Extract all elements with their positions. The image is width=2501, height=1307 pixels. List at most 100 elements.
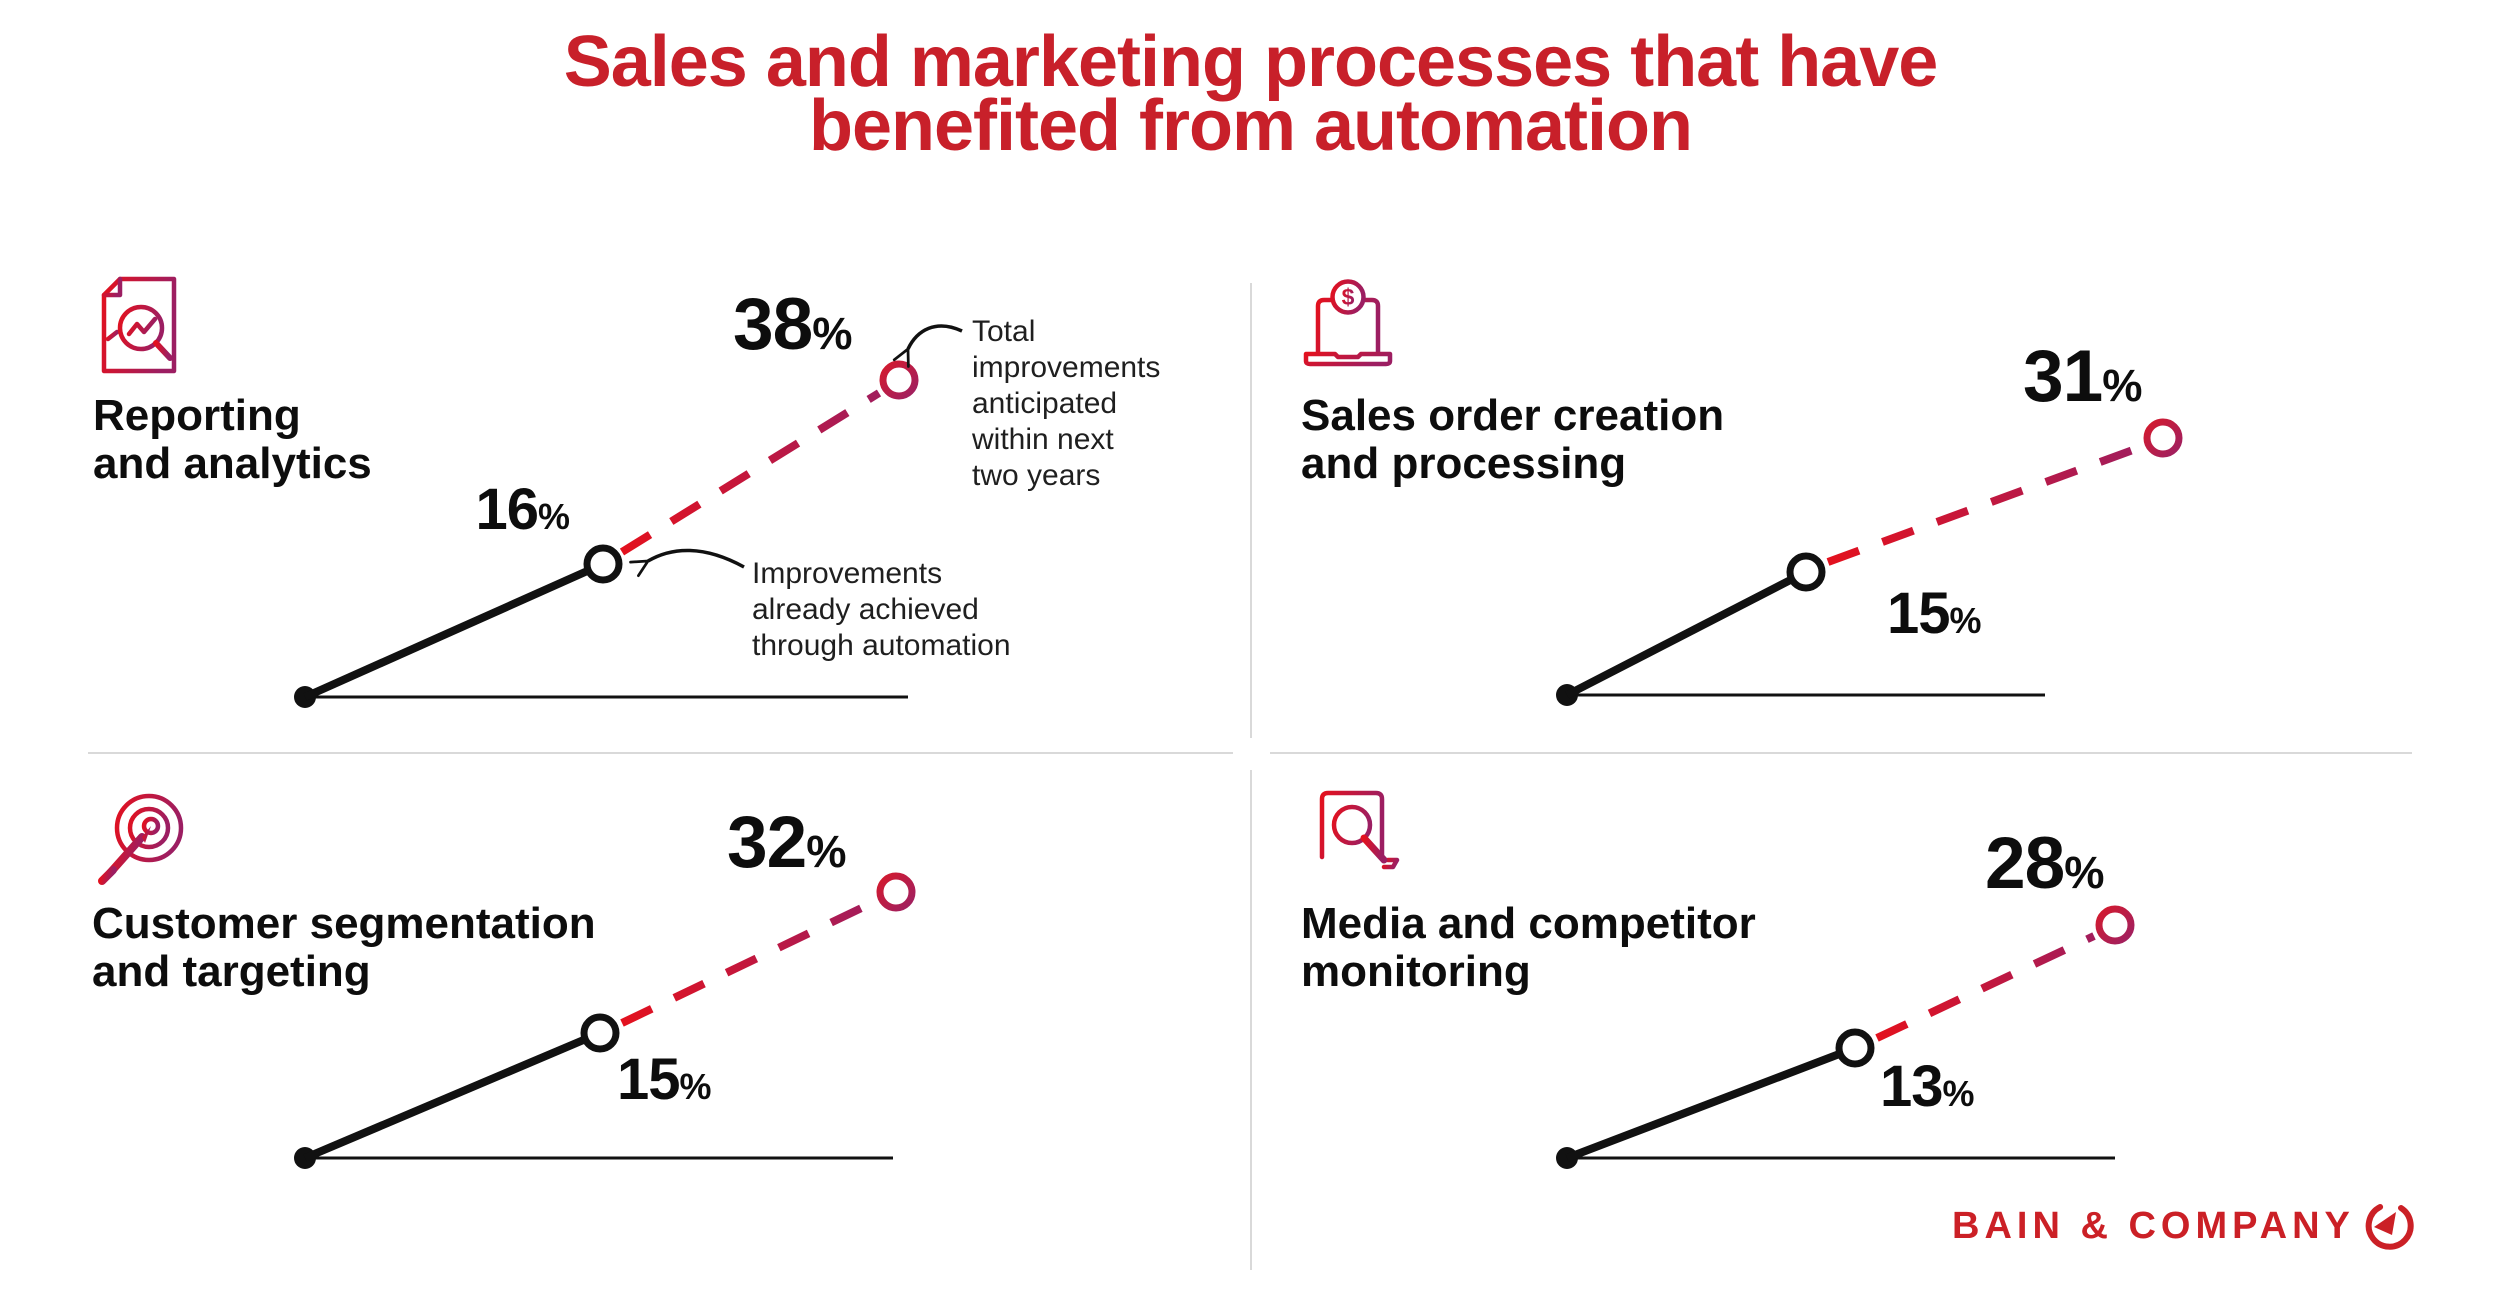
panel-label-sales-order: Sales order creation and processing <box>1301 392 1724 488</box>
q3-anticipated-dashed-line <box>620 898 876 1027</box>
q1-achieved-value: 16% <box>370 481 570 539</box>
q4-anticipated-marker <box>2095 905 2135 945</box>
panel-label-line: and processing <box>1301 439 1627 488</box>
panel-label-line: Customer segmentation <box>92 899 596 948</box>
q4-achieved-marker <box>1835 1028 1875 1068</box>
q2-achieved-value: 15% <box>1887 585 1981 643</box>
trend-zigzag <box>126 316 158 337</box>
vertical-divider-bottom <box>1250 770 1252 1270</box>
brand-name: BAIN & COMPANY <box>1952 1205 2355 1247</box>
annotation-line: anticipated <box>972 387 1118 420</box>
annotation-line: improvements <box>972 351 1161 384</box>
q3-achieved-marker <box>580 1013 620 1053</box>
achieved-annotation-arrow <box>629 548 745 578</box>
q3-total-value: 32% <box>727 806 846 879</box>
q4-anticipated-dashed-line <box>1875 932 2096 1042</box>
percent-sign: % <box>2064 847 2105 898</box>
q4-achieved-value: 13% <box>1880 1058 1974 1116</box>
laptop-base-right <box>1381 857 1400 870</box>
panel-label-line: monitoring <box>1301 947 1531 996</box>
q4-total-number: 28 <box>1985 823 2065 904</box>
percent-sign: % <box>1942 1073 1975 1114</box>
horizontal-divider-right <box>1270 752 2412 754</box>
laptop-screen <box>1319 790 1385 860</box>
q4-achieved-line <box>1565 1044 1857 1162</box>
page-title-line-1: Sales and marketing processes that have <box>563 22 1939 102</box>
panel-label-line: Reporting <box>93 391 301 440</box>
q1-anticipated-marker <box>879 360 919 400</box>
laptop-search-icon <box>1305 790 1400 870</box>
magnifier-lens <box>1331 804 1373 846</box>
panel-label-line: Media and competitor <box>1301 899 1756 948</box>
achieved-annotation: Improvements already achieved through au… <box>752 556 1011 664</box>
q2-total-number: 31 <box>2023 336 2103 417</box>
page-title-line-2: benefited from automation <box>808 86 1693 166</box>
percent-sign: % <box>538 496 570 537</box>
magnifier-handle <box>1360 834 1388 864</box>
q1-anticipated-dashed-line <box>619 389 882 556</box>
report-analytics-icon <box>101 276 177 374</box>
target-outer-ring <box>114 793 184 863</box>
percent-sign: % <box>812 308 853 359</box>
annotation-line: through automation <box>752 629 1011 662</box>
q1-achieved-number: 16 <box>475 477 540 542</box>
document-outline <box>101 276 177 374</box>
q1-achieved-marker <box>583 544 623 584</box>
trend-tick <box>105 329 120 342</box>
q1-achieved-line <box>303 560 605 701</box>
annotation-line: Improvements <box>752 557 943 590</box>
document-fold <box>101 276 123 298</box>
q2-anticipated-marker <box>2143 418 2183 458</box>
page-title: Sales and marketing processes that have … <box>0 22 2501 166</box>
annotation-line: already achieved <box>752 593 979 626</box>
percent-sign: % <box>1949 600 1982 641</box>
annotation-line: Total <box>972 315 1036 348</box>
percent-sign: % <box>806 826 847 877</box>
dollar-coin <box>1330 279 1366 315</box>
q4-achieved-number: 13 <box>1880 1054 1944 1119</box>
horizontal-divider-left <box>88 752 1233 754</box>
q3-achieved-number: 15 <box>617 1047 681 1112</box>
q2-achieved-number: 15 <box>1887 581 1951 646</box>
q3-start-dot <box>294 1147 316 1169</box>
q2-achieved-marker <box>1786 552 1826 592</box>
q3-total-number: 32 <box>727 802 807 883</box>
q2-total-value: 31% <box>2023 340 2142 413</box>
q2-achieved-line <box>1565 568 1808 699</box>
panel-label-segmentation: Customer segmentation and targeting <box>92 900 596 996</box>
panel-label-media: Media and competitor monitoring <box>1301 900 1756 996</box>
total-annotation: Total improvements anticipated within ne… <box>972 314 1160 494</box>
q1-start-dot <box>294 686 316 708</box>
target-inner-ring <box>127 806 171 850</box>
q3-anticipated-marker <box>876 872 916 912</box>
q4-total-value: 28% <box>1985 827 2104 900</box>
laptop-dollar-icon: $ <box>1303 279 1393 367</box>
total-annotation-arrow <box>892 324 963 368</box>
q3-achieved-value: 15% <box>617 1051 711 1109</box>
q2-start-dot <box>1556 684 1578 706</box>
panel-label-line: Sales order creation <box>1301 391 1725 440</box>
q3-achieved-line <box>303 1029 602 1162</box>
magnifier-handle <box>153 340 173 361</box>
bain-compass-icon <box>2365 1204 2414 1250</box>
percent-sign: % <box>2102 360 2143 411</box>
q1-total-number: 38 <box>733 284 813 365</box>
dollar-sign: $ <box>1342 284 1355 310</box>
annotation-line: two years <box>972 459 1101 492</box>
annotation-line: within next <box>972 423 1114 456</box>
dart-tip <box>142 826 151 843</box>
percent-sign: % <box>679 1066 712 1107</box>
q1-total-value: 38% <box>733 288 852 361</box>
panel-label-line: and analytics <box>93 439 372 488</box>
laptop-base <box>1303 351 1393 367</box>
q4-start-dot <box>1556 1147 1578 1169</box>
compass-needle <box>2374 1212 2396 1235</box>
dart-flight <box>98 866 117 885</box>
panel-label-line: and targeting <box>92 947 371 996</box>
panel-label-reporting: Reporting and analytics <box>93 392 372 488</box>
q2-anticipated-dashed-line <box>1826 443 2143 566</box>
compass-ring <box>2365 1204 2414 1250</box>
vertical-divider-top <box>1250 283 1252 738</box>
brand-wordmark: BAIN & COMPANY <box>1952 1205 2355 1248</box>
